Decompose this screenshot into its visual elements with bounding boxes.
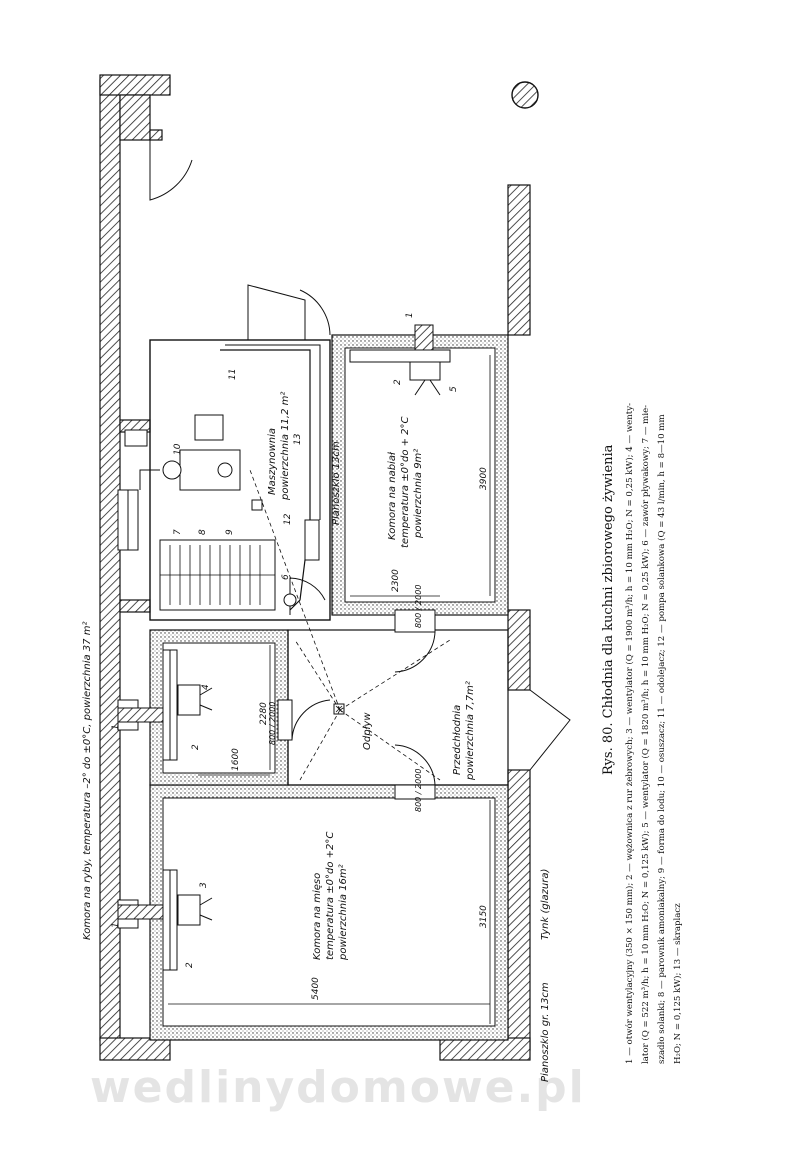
dairy-area: powierzchnia 9m² bbox=[413, 449, 424, 539]
callout-12: 12 bbox=[283, 513, 293, 525]
floor-slope-lines bbox=[249, 469, 451, 781]
column-icon bbox=[511, 81, 539, 109]
pre-cooler-area: powierzchnia 7,7m² bbox=[465, 681, 476, 781]
dairy-title: Komora na nabiał bbox=[387, 451, 398, 540]
callout-5: 5 bbox=[449, 386, 459, 392]
door-swing-icon bbox=[149, 140, 193, 201]
callout-1b: 1 bbox=[111, 724, 121, 730]
insulation-inner: Pianoszklo 13cm bbox=[331, 441, 342, 525]
callout-7: 7 bbox=[173, 529, 183, 535]
meat-title: Komora na mięso bbox=[312, 873, 323, 960]
callout-13: 13 bbox=[293, 433, 303, 445]
dim-5400: 5400 bbox=[311, 977, 321, 1000]
legend-line-2: lator (Q = 522 m³/h; h = 10 mm H₂O; N = … bbox=[640, 405, 651, 1064]
callout-10: 10 bbox=[173, 443, 183, 455]
callout-3: 3 bbox=[199, 882, 209, 888]
legend-line-3: szadło solanki; 8 — parownik amoniakalny… bbox=[656, 414, 667, 1064]
dairy-chamber bbox=[331, 334, 509, 616]
dairy-temp: temperatura ±0°do + 2°C bbox=[400, 416, 411, 548]
plaster-label: Tynk (glazura) bbox=[540, 869, 551, 940]
outer-walls bbox=[99, 74, 531, 1061]
callout-numbers: 1 1 1 2 2 2 3 4 5 6 7 8 9 10 11 12 13 bbox=[111, 312, 459, 968]
pre-cooler-title: Przedchłodnia bbox=[452, 705, 463, 775]
floor-drain-icon bbox=[251, 499, 263, 511]
insulation-outer: Pianoszklo gr. 13cm bbox=[540, 982, 551, 1082]
door-openings bbox=[277, 609, 436, 800]
dim-3900: 3900 bbox=[479, 467, 489, 490]
dim-2280: 2280 bbox=[259, 702, 269, 725]
door-swings bbox=[247, 284, 571, 786]
fish-chamber-equipment bbox=[117, 649, 213, 761]
dim-3150: 3150 bbox=[479, 905, 489, 928]
callout-8: 8 bbox=[198, 529, 208, 535]
figure-caption: Rys. 80. Chłodnia dla kuchni zbiorowego … bbox=[601, 403, 683, 1064]
dimension-labels: 5400 3150 1600 2280 2300 3900 800 / 2000… bbox=[231, 467, 489, 1000]
machine-title: Maszynownia bbox=[267, 428, 278, 495]
figure-title: Rys. 80. Chłodnia dla kuchni zbiorowego … bbox=[601, 444, 616, 775]
legend-line-1: 1 — otwór wentylacyjny (350 × 150 mm); 2… bbox=[624, 403, 635, 1064]
callout-6: 6 bbox=[281, 574, 291, 580]
meat-area: powierzchnia 16m² bbox=[338, 864, 349, 961]
door-dim-3: 800 / 2000 bbox=[268, 702, 277, 745]
drain-icon bbox=[333, 703, 345, 715]
callout-9: 9 bbox=[225, 529, 235, 535]
watermark: wedlinydomowe.pl bbox=[90, 1062, 586, 1113]
legend-line-4: H₂O; N = 0,125 kW); 13 — skraplacz bbox=[672, 903, 683, 1064]
drain-label: Odpływ bbox=[362, 712, 373, 750]
dimension-lines bbox=[168, 355, 491, 1024]
dim-1600: 1600 bbox=[231, 748, 241, 771]
callout-11: 11 bbox=[228, 369, 238, 380]
machine-area: powierzchnia 11,2 m² bbox=[280, 392, 291, 501]
callout-4: 4 bbox=[201, 684, 211, 690]
callout-1c: 1 bbox=[405, 312, 415, 318]
meat-temp: temperatura ±0°do +2°C bbox=[325, 832, 336, 960]
door-dim-1: 800 / 2000 bbox=[414, 769, 423, 812]
dim-2300: 2300 bbox=[391, 569, 401, 592]
meat-chamber bbox=[149, 784, 509, 1041]
callout-2a: 2 bbox=[185, 962, 195, 968]
fish-label: Komora na ryby, temperatura –2° do ±0°C,… bbox=[82, 622, 93, 940]
meat-chamber-equipment bbox=[117, 869, 213, 971]
machine-room-equipment bbox=[124, 344, 321, 611]
callout-1a: 1 bbox=[111, 922, 121, 928]
room-labels: Komora na mięso temperatura ±0°do +2°C p… bbox=[82, 392, 551, 1082]
machine-room bbox=[149, 339, 331, 621]
callout-2c: 2 bbox=[393, 379, 403, 385]
dairy-chamber-equipment bbox=[349, 324, 451, 396]
door-dim-2: 800 / 2000 bbox=[414, 585, 423, 628]
callout-2b: 2 bbox=[191, 744, 201, 750]
